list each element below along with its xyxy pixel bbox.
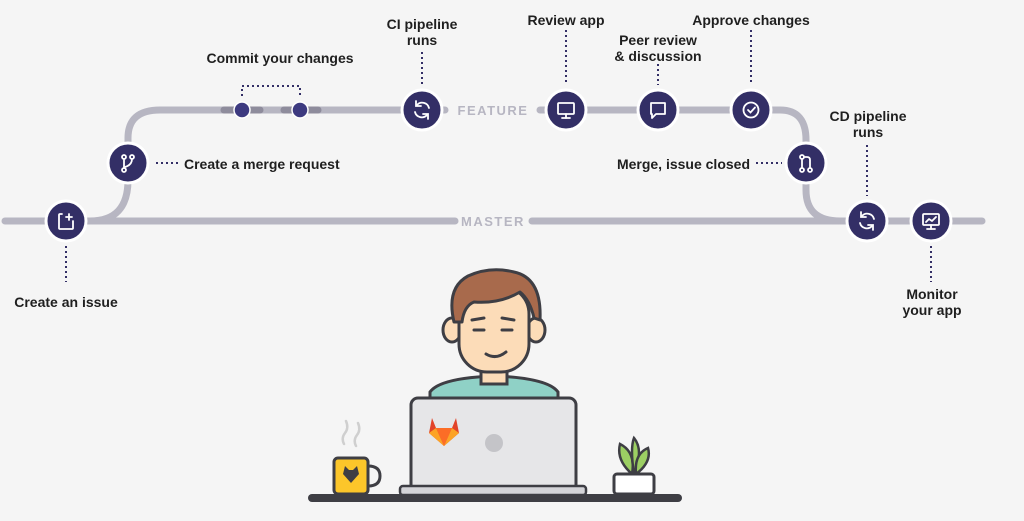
- node-merge: [784, 141, 828, 185]
- label-merge-closed: Merge, issue closed: [616, 156, 750, 172]
- master-track-label: MASTER: [461, 214, 525, 229]
- plant: [612, 435, 656, 496]
- chart-monitor-icon: [922, 213, 940, 230]
- label-peer-review: Peer review & discussion: [598, 32, 718, 64]
- label-review-app: Review app: [527, 12, 605, 28]
- monitor-icon: [557, 102, 575, 119]
- coffee-mug: [332, 419, 382, 496]
- node-review-app: [544, 88, 588, 132]
- label-cd-pipeline-line2: runs: [852, 124, 884, 140]
- node-create-issue: [44, 199, 88, 243]
- label-monitor-line2: your app: [902, 302, 962, 318]
- label-peer-review-line2: & discussion: [614, 48, 702, 64]
- pipeline-refresh-icon: [414, 100, 430, 120]
- laptop-base: [398, 484, 588, 497]
- label-create-issue: Create an issue: [14, 294, 118, 310]
- comment-icon: [650, 102, 666, 119]
- node-peer-review: [636, 88, 680, 132]
- new-issue-icon: [58, 213, 74, 230]
- label-ci-pipeline-line2: runs: [406, 32, 438, 48]
- hair: [450, 268, 542, 324]
- developer-illustration: [308, 268, 682, 502]
- commit-dot: [233, 101, 251, 119]
- label-merge-request: Create a merge request: [184, 156, 340, 172]
- node-approve: [729, 88, 773, 132]
- dotted-connectors: [65, 30, 932, 282]
- desk: [308, 494, 682, 502]
- label-monitor-line1: Monitor: [906, 286, 958, 302]
- label-commit-changes: Commit your changes: [206, 50, 354, 66]
- merge-request-icon: [121, 154, 135, 173]
- node-ci-pipeline: [400, 88, 444, 132]
- merge-icon: [799, 154, 813, 173]
- pipeline-refresh-icon: [859, 211, 875, 231]
- feature-track-label: FEATURE: [458, 103, 529, 118]
- label-cd-pipeline-line1: CD pipeline: [829, 108, 907, 124]
- check-circle-icon: [742, 101, 760, 119]
- node-monitor-app: [909, 199, 953, 243]
- node-merge-request: [106, 141, 150, 185]
- label-peer-review-line1: Peer review: [619, 32, 697, 48]
- label-approve-changes: Approve changes: [692, 12, 810, 28]
- label-monitor-app: Monitor your app: [886, 286, 978, 318]
- commit-bracket: [241, 85, 301, 96]
- label-ci-pipeline: CI pipeline runs: [372, 16, 472, 48]
- node-cd-pipeline: [845, 199, 889, 243]
- label-cd-pipeline: CD pipeline runs: [820, 108, 916, 140]
- gitlab-logo: [429, 418, 459, 446]
- commit-dot: [291, 101, 309, 119]
- label-ci-pipeline-line1: CI pipeline: [386, 16, 458, 32]
